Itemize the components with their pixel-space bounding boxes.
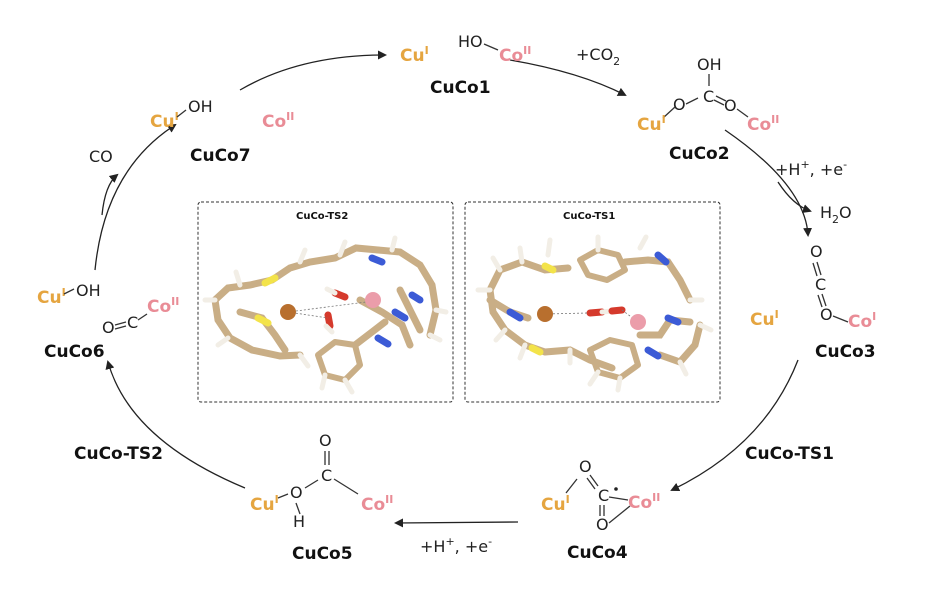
species-cuco3: CuI O C O CoI CuCo3 xyxy=(750,242,876,362)
label-ts2: CuCo-TS2 xyxy=(74,444,163,464)
step-co2-addition: +CO2 xyxy=(576,45,620,68)
label-cuco3: CuCo3 xyxy=(815,342,876,362)
co-release: CO xyxy=(89,147,113,166)
svg-text:CuI: CuI xyxy=(250,493,279,515)
label-ts1: CuCo-TS1 xyxy=(745,444,834,464)
arrow-co-release xyxy=(101,173,119,216)
svg-text:O: O xyxy=(673,95,686,114)
label-cuco2: CuCo2 xyxy=(669,144,730,164)
svg-text:CuI: CuI xyxy=(541,493,570,515)
svg-text:CoII: CoII xyxy=(262,110,294,132)
label-cuco1: CuCo1 xyxy=(430,78,491,98)
svg-text:OH: OH xyxy=(697,55,722,74)
species-cuco5: O C O H CuI CoII CuCo5 xyxy=(250,431,393,564)
arrow-cuco7-to-cuco1 xyxy=(239,50,387,91)
step-protonation-2: +H+, +e- xyxy=(420,535,492,556)
arrow-cuco5-to-cuco6 xyxy=(105,360,246,489)
svg-text:CuI: CuI xyxy=(400,44,429,66)
svg-text:CuI: CuI xyxy=(750,308,779,330)
svg-text:CoII: CoII xyxy=(747,113,779,135)
species-cuco1: CuI HO CoII CuCo1 xyxy=(400,32,531,98)
svg-text:C: C xyxy=(815,275,826,294)
svg-text:O: O xyxy=(319,431,332,450)
arrow-cuco6-to-cuco7 xyxy=(94,123,177,271)
svg-text:C: C xyxy=(598,486,609,505)
panel-ts1-structure: CuCo-TS1 xyxy=(464,201,721,403)
label-cuco4: CuCo4 xyxy=(567,543,628,563)
hydroxide-ho: HO xyxy=(458,32,483,51)
svg-text:O: O xyxy=(290,483,303,502)
svg-text:CoII: CoII xyxy=(147,295,179,317)
arrow-cuco3-to-cuco4 xyxy=(670,359,799,491)
svg-text:O: O xyxy=(810,242,823,261)
arrow-h2o-release xyxy=(777,181,812,213)
cu-atom: Cu xyxy=(400,46,425,66)
svg-text:C: C xyxy=(321,466,332,485)
svg-text:CoII: CoII xyxy=(499,44,531,66)
arrow-cuco1-to-cuco2 xyxy=(509,59,627,96)
svg-text:CuI: CuI xyxy=(150,110,179,132)
ts1-molecule-render xyxy=(475,234,714,393)
svg-text:CoII: CoII xyxy=(361,493,393,515)
step-protonation-1: +H+, +e- xyxy=(775,158,847,179)
label-cuco5: CuCo5 xyxy=(292,544,353,564)
label-cuco7: CuCo7 xyxy=(190,146,251,166)
label-cuco6: CuCo6 xyxy=(44,342,105,362)
svg-text:H: H xyxy=(293,512,305,531)
panel-ts1-title: CuCo-TS1 xyxy=(563,211,615,222)
arrow-cuco2-to-cuco3 xyxy=(724,129,813,237)
water-release: H2O xyxy=(820,203,852,226)
svg-text:O: O xyxy=(102,318,115,337)
ts2-molecule-render xyxy=(202,235,449,395)
svg-text:OH: OH xyxy=(76,281,101,300)
co-atom: Co xyxy=(499,46,523,66)
svg-text:C: C xyxy=(703,87,714,106)
species-cuco4: O C O CuI CoII CuCo4 xyxy=(541,457,660,563)
svg-text:C: C xyxy=(127,313,138,332)
species-cuco6: CuI OH O C CoII CuCo6 xyxy=(37,281,179,362)
svg-text:O: O xyxy=(596,515,609,534)
svg-text:O: O xyxy=(820,305,833,324)
svg-text:CuI: CuI xyxy=(637,113,666,135)
svg-text:CoII: CoII xyxy=(628,491,660,513)
species-cuco2: OH C O O CuI CoII CuCo2 xyxy=(637,55,779,164)
svg-text:CoI: CoI xyxy=(848,310,876,332)
species-cuco7: CuI OH CoII CuCo7 xyxy=(150,97,294,166)
svg-text:OH: OH xyxy=(188,97,213,116)
svg-text:CuI: CuI xyxy=(37,286,66,308)
panel-ts2-title: CuCo-TS2 xyxy=(296,211,348,222)
svg-text:O: O xyxy=(724,96,737,115)
svg-text:O: O xyxy=(579,457,592,476)
panel-ts2-structure: CuCo-TS2 xyxy=(197,201,454,403)
arrow-cuco4-to-cuco5 xyxy=(394,518,519,528)
